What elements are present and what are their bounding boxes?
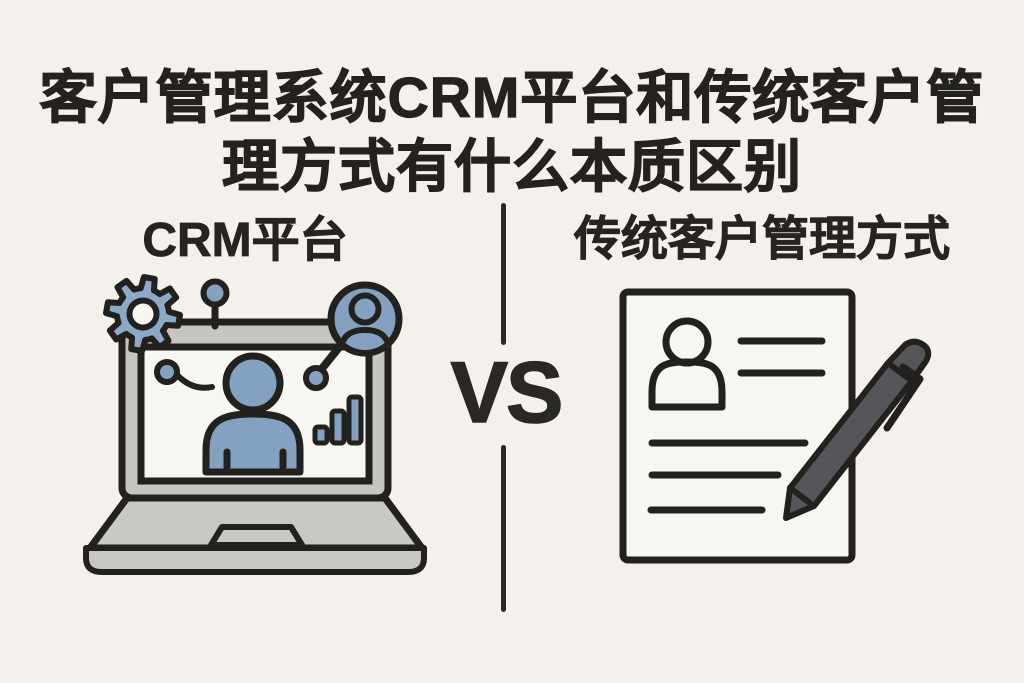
network-node-icon (154, 359, 215, 391)
person-outline-icon (648, 317, 726, 411)
pen-clip (883, 363, 924, 432)
network-node-icon (200, 278, 230, 330)
user-avatar-icon (327, 281, 403, 357)
vs-label: VS (450, 345, 564, 441)
bar-chart-icon (312, 394, 364, 446)
left-column-label: CRM平台 (142, 214, 348, 268)
connector-line (316, 341, 345, 375)
laptop-slab (83, 545, 427, 575)
pen-cone-band (787, 485, 817, 509)
page-title-line1: 客户管理系统CRM平台和传统客户管 (39, 66, 985, 131)
page-title-line2: 理方式有什么本质区别 (221, 134, 802, 199)
pen-icon (783, 338, 932, 521)
divider-line-bottom (501, 445, 506, 612)
network-node-icon (303, 365, 329, 391)
page-title: 客户管理系统CRM平台和传统客户管 理方式有什么本质区别 (0, 64, 1024, 201)
right-column-label: 传统客户管理方式 (574, 212, 951, 266)
document-icon (619, 288, 856, 564)
divider-line-top (501, 203, 506, 345)
laptop-trackpad (208, 524, 305, 548)
crm-laptop-illustration (83, 274, 427, 575)
person-icon (202, 352, 304, 476)
pen-band (885, 360, 915, 384)
gear-icon (103, 274, 183, 354)
paper-pen-illustration (619, 288, 932, 564)
